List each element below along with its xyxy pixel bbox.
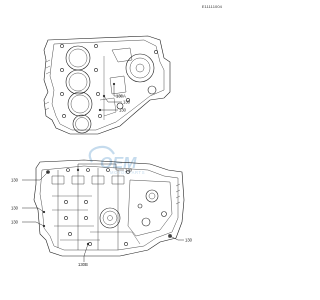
parts-diagram-canvas: E11111004 OEM MOTORPARTS (11, 4, 222, 267)
upper-crankcase (43, 35, 171, 135)
callout-lower-130B: 130B (78, 262, 88, 267)
callout-lower-130-left3: 130 (11, 220, 19, 225)
leader-130-a (103, 95, 122, 103)
lower-crankcase (33, 159, 185, 257)
upper-leader-lines (98, 82, 122, 112)
crankcase-drawing: OEM MOTORPARTS (11, 35, 193, 267)
leader-lower-right (169, 235, 184, 241)
leader-lower-left3 (22, 221, 45, 227)
callout-upper-130-b: 130 (119, 108, 127, 113)
callout-lower-130-left1: 130 (11, 178, 19, 183)
callout-lower-130-right: 130 (185, 238, 193, 243)
watermark-tagline: MOTORPARTS (110, 170, 145, 175)
lower-leader-lines (22, 163, 184, 262)
callout-lower-130-top: 130 (125, 168, 133, 173)
leader-130A (113, 84, 122, 97)
figure-code: E11111004 (201, 4, 222, 9)
leader-lower-bottom (83, 243, 89, 262)
callout-130A: 130A (116, 94, 126, 99)
leader-lower-left2 (22, 207, 45, 213)
callout-upper-130-a: 130 (123, 100, 131, 105)
leader-lower-left1 (22, 171, 49, 181)
callout-lower-130-left2: 130 (11, 206, 19, 211)
leader-lower-top (77, 163, 124, 171)
